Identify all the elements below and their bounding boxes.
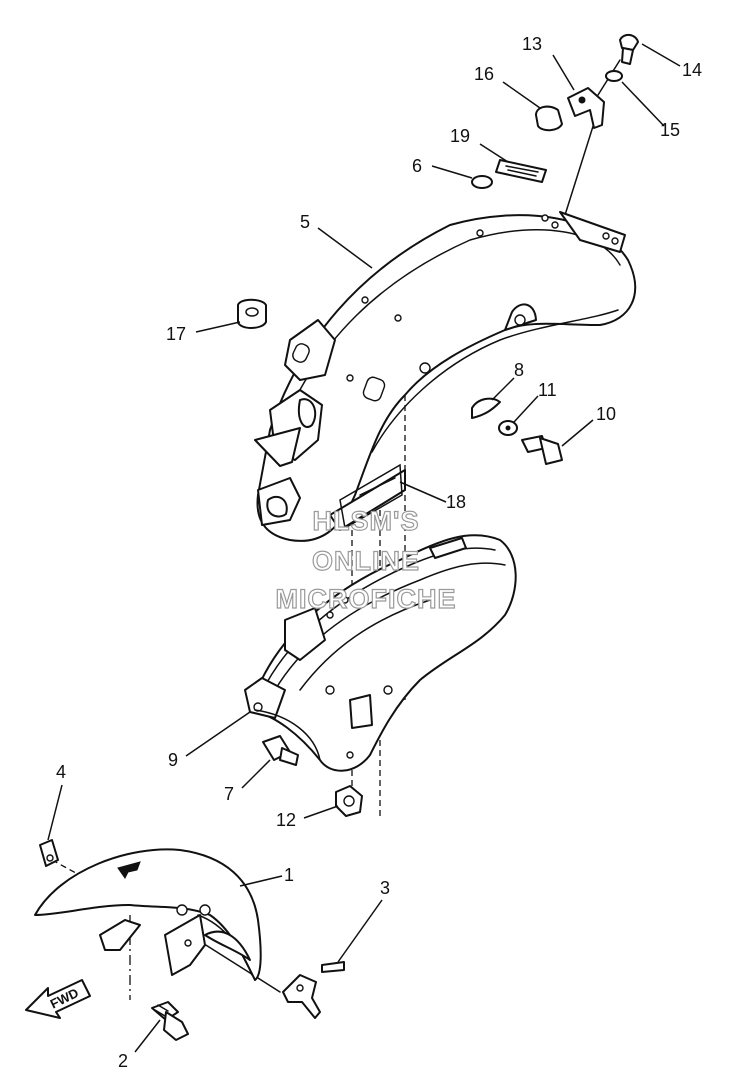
nut-part-12 bbox=[335, 785, 363, 817]
bolt-part-7 bbox=[262, 735, 299, 766]
bolt-part-10 bbox=[521, 435, 563, 465]
callout-2: 2 bbox=[118, 1051, 128, 1071]
front-fender bbox=[34, 848, 262, 981]
washer-part-15 bbox=[605, 70, 623, 82]
grommet-part-17 bbox=[237, 298, 267, 329]
callout-4: 4 bbox=[56, 762, 66, 782]
callout-7: 7 bbox=[224, 784, 234, 804]
bracket-part-3 bbox=[282, 961, 345, 1019]
callout-11: 11 bbox=[538, 380, 557, 400]
washer-part-11 bbox=[498, 420, 518, 436]
spacer-part-8 bbox=[471, 397, 501, 419]
callout-10: 10 bbox=[596, 404, 616, 424]
callout-17: 17 bbox=[166, 324, 186, 344]
inner-fender bbox=[244, 534, 517, 772]
rear-fender bbox=[254, 211, 637, 542]
callout-9: 9 bbox=[168, 750, 178, 770]
watermark-line-1: HLSM'S bbox=[313, 506, 420, 536]
callout-labels: 1 2 3 4 5 6 7 8 9 10 11 12 13 14 15 16 1… bbox=[56, 34, 702, 1071]
callout-14: 14 bbox=[682, 60, 702, 80]
fwd-arrow: FWD bbox=[25, 979, 91, 1019]
callout-3: 3 bbox=[380, 878, 390, 898]
callout-13: 13 bbox=[522, 34, 542, 54]
callout-12: 12 bbox=[276, 810, 296, 830]
emblem-part-19 bbox=[495, 159, 547, 183]
screw-part-14 bbox=[619, 34, 639, 65]
callout-16: 16 bbox=[474, 64, 494, 84]
watermark-line-3: MICROFICHE bbox=[276, 584, 457, 614]
callout-19: 19 bbox=[450, 126, 470, 146]
leader-lines bbox=[47, 43, 681, 1053]
bolt-part-2 bbox=[151, 1001, 189, 1041]
callout-8: 8 bbox=[514, 360, 524, 380]
clip-part-4 bbox=[39, 839, 59, 867]
callout-1: 1 bbox=[284, 865, 294, 885]
callout-18: 18 bbox=[446, 492, 466, 512]
bracket-part-13 bbox=[567, 87, 605, 129]
cap-nut-part-16 bbox=[535, 105, 563, 132]
washer-part-6 bbox=[471, 175, 493, 189]
callout-6: 6 bbox=[412, 156, 422, 176]
callout-5: 5 bbox=[300, 212, 310, 232]
watermark-line-2: ONLINE bbox=[312, 546, 420, 576]
callout-15: 15 bbox=[660, 120, 680, 140]
watermark: HLSM'S ONLINE MICROFICHE bbox=[275, 505, 457, 614]
plate-part-18 bbox=[339, 463, 403, 530]
